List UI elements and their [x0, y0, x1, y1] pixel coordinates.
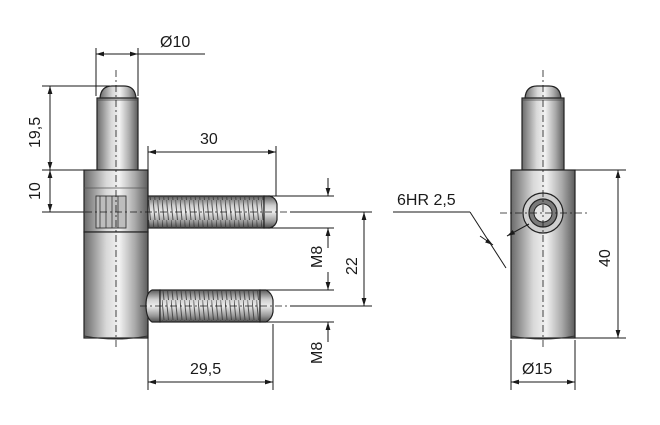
pin-height-label: 19,5 [27, 117, 44, 148]
lower-bolt-length-label: 29,5 [190, 361, 221, 378]
dimension-lines-left: Ø10 19,5 10 30 M8 22 M8 [27, 34, 372, 390]
pin-diameter-label: Ø10 [160, 34, 190, 51]
upper-bolt-length-label: 30 [200, 131, 218, 148]
upper-threaded-bolt [147, 195, 278, 229]
front-pin [521, 85, 565, 171]
lower-thread-label: M8 [309, 342, 326, 364]
side-view [70, 70, 290, 350]
hex-socket-label: 6HR 2,5 [397, 192, 456, 209]
front-view [500, 70, 590, 350]
collar-height-label: 10 [27, 182, 44, 200]
upper-thread-label: M8 [309, 246, 326, 268]
body-height-label: 40 [597, 249, 614, 267]
hinge-pin [96, 85, 139, 171]
body-diameter-label: Ø15 [522, 361, 552, 378]
bolt-spacing-label: 22 [344, 257, 361, 275]
dimension-lines-right: 6HR 2,5 40 Ø15 [393, 169, 626, 390]
